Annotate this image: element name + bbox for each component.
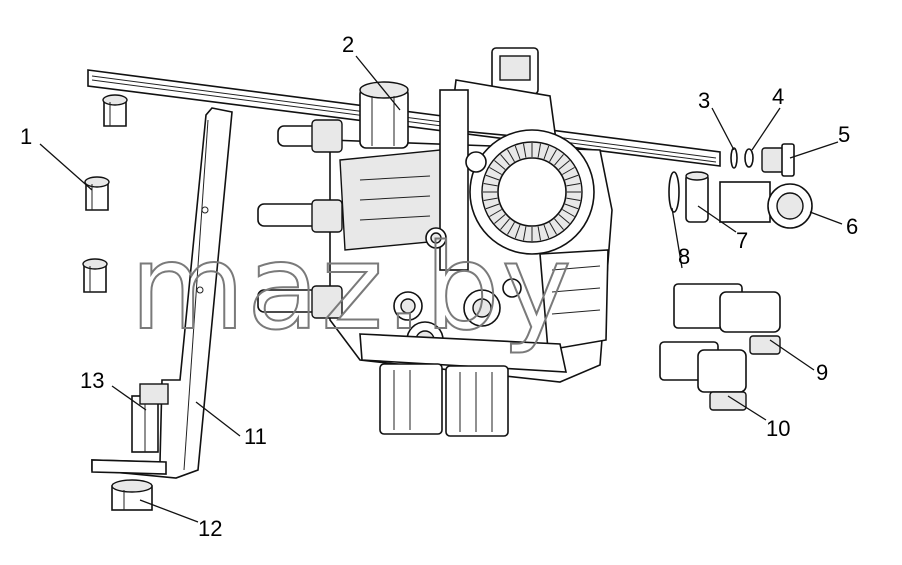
diaphragm-rib bbox=[522, 226, 527, 241]
callout-9: 9 bbox=[816, 360, 828, 385]
diaphragm-rib bbox=[554, 218, 564, 230]
circular-diaphragm bbox=[469, 129, 595, 255]
nut-bottom bbox=[82, 258, 108, 293]
electrical-connector bbox=[449, 47, 557, 141]
diaphragm-rib bbox=[500, 218, 510, 230]
callout-12: 12 bbox=[198, 516, 222, 541]
callout-3: 3 bbox=[698, 88, 710, 113]
elbow-fitting-part-6 bbox=[719, 181, 813, 229]
bracket-part-11 bbox=[91, 107, 233, 479]
diaphragm-rib bbox=[494, 214, 506, 224]
elbow-fitting-part-9 bbox=[673, 283, 781, 355]
diaphragm-rib bbox=[494, 160, 506, 170]
sleeve-part-7 bbox=[685, 171, 709, 223]
diaphragm-rib bbox=[543, 145, 550, 160]
bolt-part-13 bbox=[131, 383, 169, 453]
nut-top bbox=[102, 94, 128, 127]
diaphragm-rib bbox=[483, 182, 498, 187]
diaphragm-rib bbox=[564, 203, 579, 210]
sleeve-part-2 bbox=[359, 81, 409, 149]
diaphragm-rib bbox=[562, 209, 575, 217]
nut-middle bbox=[84, 176, 110, 211]
diaphragm-rib bbox=[489, 209, 502, 217]
diaphragm-rib bbox=[564, 174, 579, 181]
callout-7: 7 bbox=[736, 228, 748, 253]
o-ring-part-3 bbox=[730, 147, 738, 169]
diaphragm-rib bbox=[489, 167, 502, 175]
callout-10: 10 bbox=[766, 416, 790, 441]
diaphragm-rib bbox=[507, 149, 515, 162]
lower-connector-blocks bbox=[379, 363, 509, 437]
diaphragm-rib bbox=[514, 145, 521, 160]
diaphragm-rib bbox=[566, 197, 581, 202]
diaphragm-rib bbox=[485, 203, 500, 210]
diaphragm-rib bbox=[558, 160, 570, 170]
diaphragm-rib bbox=[549, 222, 557, 235]
diaphragm-rib bbox=[549, 149, 557, 162]
callout-4: 4 bbox=[772, 84, 784, 109]
callout-8: 8 bbox=[678, 244, 690, 269]
elbow-fitting-part-10 bbox=[659, 341, 747, 411]
o-ring-part-4 bbox=[744, 148, 754, 168]
left-port-fittings bbox=[257, 119, 343, 319]
diaphragm-rib bbox=[558, 214, 570, 224]
ring-part-7-left bbox=[668, 171, 680, 213]
plug-part-5 bbox=[761, 143, 795, 177]
callout-13: 13 bbox=[80, 368, 104, 393]
nut-part-12 bbox=[111, 479, 153, 511]
diaphragm-rib bbox=[500, 154, 510, 166]
leader-lines bbox=[39, 55, 843, 523]
diaphragm-rib bbox=[522, 143, 527, 158]
diaphragm-rib bbox=[543, 224, 550, 239]
callout-11: 11 bbox=[244, 424, 267, 449]
watermark-text: maz.by bbox=[130, 218, 573, 356]
callout-2: 2 bbox=[342, 32, 354, 57]
diaphragm-rib bbox=[562, 167, 575, 175]
callout-1: 1 bbox=[20, 124, 32, 149]
ports bbox=[393, 151, 522, 359]
nut-set-part-1 bbox=[82, 94, 128, 293]
callout-5: 5 bbox=[838, 122, 850, 147]
diaphragm-rib bbox=[483, 197, 498, 202]
diaphragm-rib bbox=[507, 222, 515, 235]
diaphragm-rib bbox=[537, 143, 542, 158]
callout-labels: 1 2 3 4 5 6 7 8 9 10 11 12 13 bbox=[20, 32, 858, 541]
diaphragm-rib bbox=[514, 224, 521, 239]
diaphragm-rib bbox=[537, 226, 542, 241]
callout-6: 6 bbox=[846, 214, 858, 239]
diaphragm-rib bbox=[485, 174, 500, 181]
diaphragm-rib bbox=[566, 182, 581, 187]
diaphragm-rib bbox=[554, 154, 564, 166]
valve-assembly-body bbox=[257, 47, 613, 437]
